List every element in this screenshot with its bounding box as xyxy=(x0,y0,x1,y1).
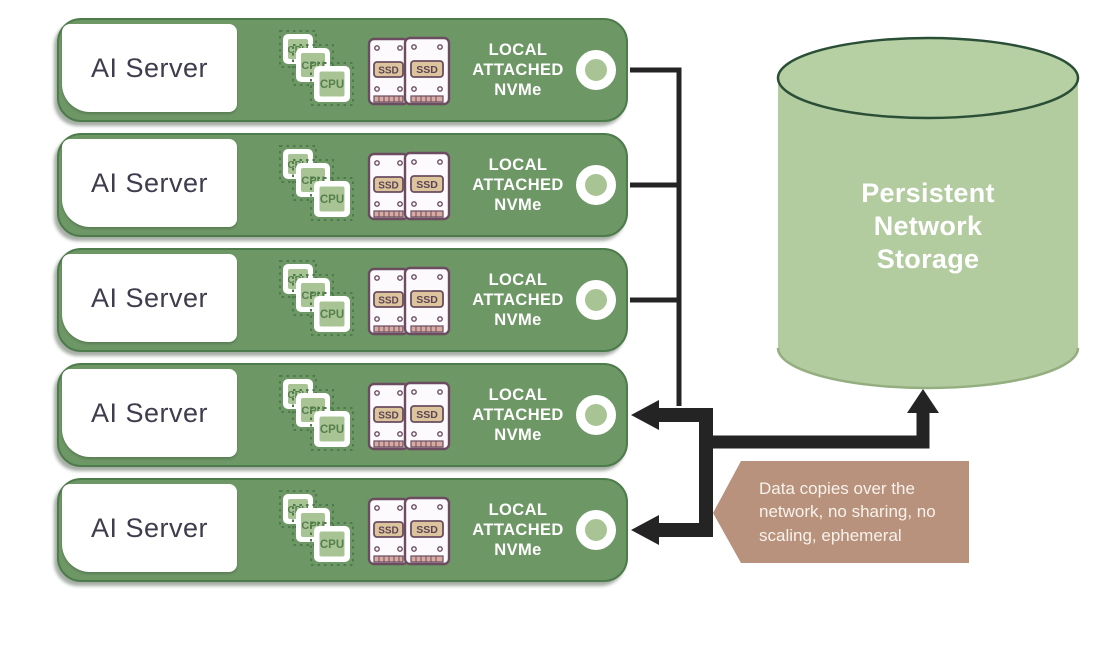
cpu-chip-text: CPU xyxy=(320,309,344,321)
ssd-icon: SSD SSD xyxy=(367,496,451,566)
cpu-icon: CPU CPU CPU xyxy=(279,260,354,336)
server-row-4: AI Server CPU CPU xyxy=(57,363,628,467)
ssd-chip-text: SSD xyxy=(416,294,438,306)
port-ring-icon xyxy=(576,280,616,320)
ai-server-label: AI Server xyxy=(90,52,209,83)
server-row-2: AI Server CPU CPU xyxy=(57,133,628,237)
arrowhead-server5 xyxy=(631,515,659,545)
ssd-chip-text: SSD xyxy=(378,296,399,307)
ai-server-label: AI Server xyxy=(90,397,209,428)
ai-server-box: AI Server xyxy=(62,484,237,572)
callout-box: Data copies over the network, no sharing… xyxy=(713,461,969,563)
ai-server-box: AI Server xyxy=(62,24,237,112)
callout-text: Data copies over the network, no sharing… xyxy=(759,478,936,545)
storage-label: Persistent Network Storage xyxy=(861,178,995,274)
cylinder-top xyxy=(776,36,1080,120)
arrowhead-server4 xyxy=(631,400,659,430)
ssd-chip-text: SSD xyxy=(416,524,438,536)
ai-server-label: AI Server xyxy=(90,282,209,313)
port-ring-icon xyxy=(576,165,616,205)
cpu-icon: CPU CPU CPU xyxy=(279,145,354,221)
port-ring-icon xyxy=(576,510,616,550)
ssd-chip-text: SSD xyxy=(416,179,438,191)
nvme-label: LOCAL ATTACHED NVMe xyxy=(472,40,564,100)
cpu-icon: CPU CPU CPU xyxy=(279,490,354,566)
ssd-chip-text: SSD xyxy=(416,409,438,421)
ssd-chip-text: SSD xyxy=(416,64,438,76)
nvme-label: LOCAL ATTACHED NVMe xyxy=(472,270,564,330)
trunk-connectors xyxy=(630,67,682,406)
ssd-chip-text: SSD xyxy=(378,66,399,77)
connector-line-server1-trunk xyxy=(630,67,682,406)
port-ring-icon xyxy=(576,395,616,435)
cpu-chip-text: CPU xyxy=(320,539,344,551)
ai-server-label: AI Server xyxy=(90,512,209,543)
storage-cylinder xyxy=(776,36,1080,390)
ai-server-label: AI Server xyxy=(90,167,209,198)
ssd-chip-text: SSD xyxy=(378,526,399,537)
port-ring-icon xyxy=(576,50,616,90)
nvme-label: LOCAL ATTACHED NVMe xyxy=(472,155,564,215)
ssd-chip-text: SSD xyxy=(378,181,399,192)
ai-server-box: AI Server xyxy=(62,369,237,457)
bidirectional-arrows xyxy=(631,389,939,545)
ssd-chip-text: SSD xyxy=(378,411,399,422)
ssd-icon: SSD SSD xyxy=(367,266,451,336)
ssd-icon: SSD SSD xyxy=(367,381,451,451)
nvme-label: LOCAL ATTACHED NVMe xyxy=(472,385,564,445)
ai-server-box: AI Server xyxy=(62,139,237,227)
cylinder-bottom-edge xyxy=(776,347,1080,390)
ai-server-box: AI Server xyxy=(62,254,237,342)
arrowhead-storage xyxy=(907,389,939,413)
server-row-5: AI Server CPU CPU xyxy=(57,478,628,582)
cylinder-body xyxy=(778,38,1078,388)
nvme-label: LOCAL ATTACHED NVMe xyxy=(472,500,564,560)
cpu-chip-text: CPU xyxy=(320,424,344,436)
server-row-3: AI Server CPU CPU xyxy=(57,248,628,352)
cpu-chip-text: CPU xyxy=(320,79,344,91)
cpu-icon: CPU CPU CPU xyxy=(279,375,354,451)
cpu-chip-text: CPU xyxy=(320,194,344,206)
cpu-icon: CPU CPU CPU xyxy=(279,30,354,106)
ssd-icon: SSD SSD xyxy=(367,151,451,221)
ssd-icon: SSD SSD xyxy=(367,36,451,106)
server-row-1: AI Server CPU CPU xyxy=(57,18,628,122)
